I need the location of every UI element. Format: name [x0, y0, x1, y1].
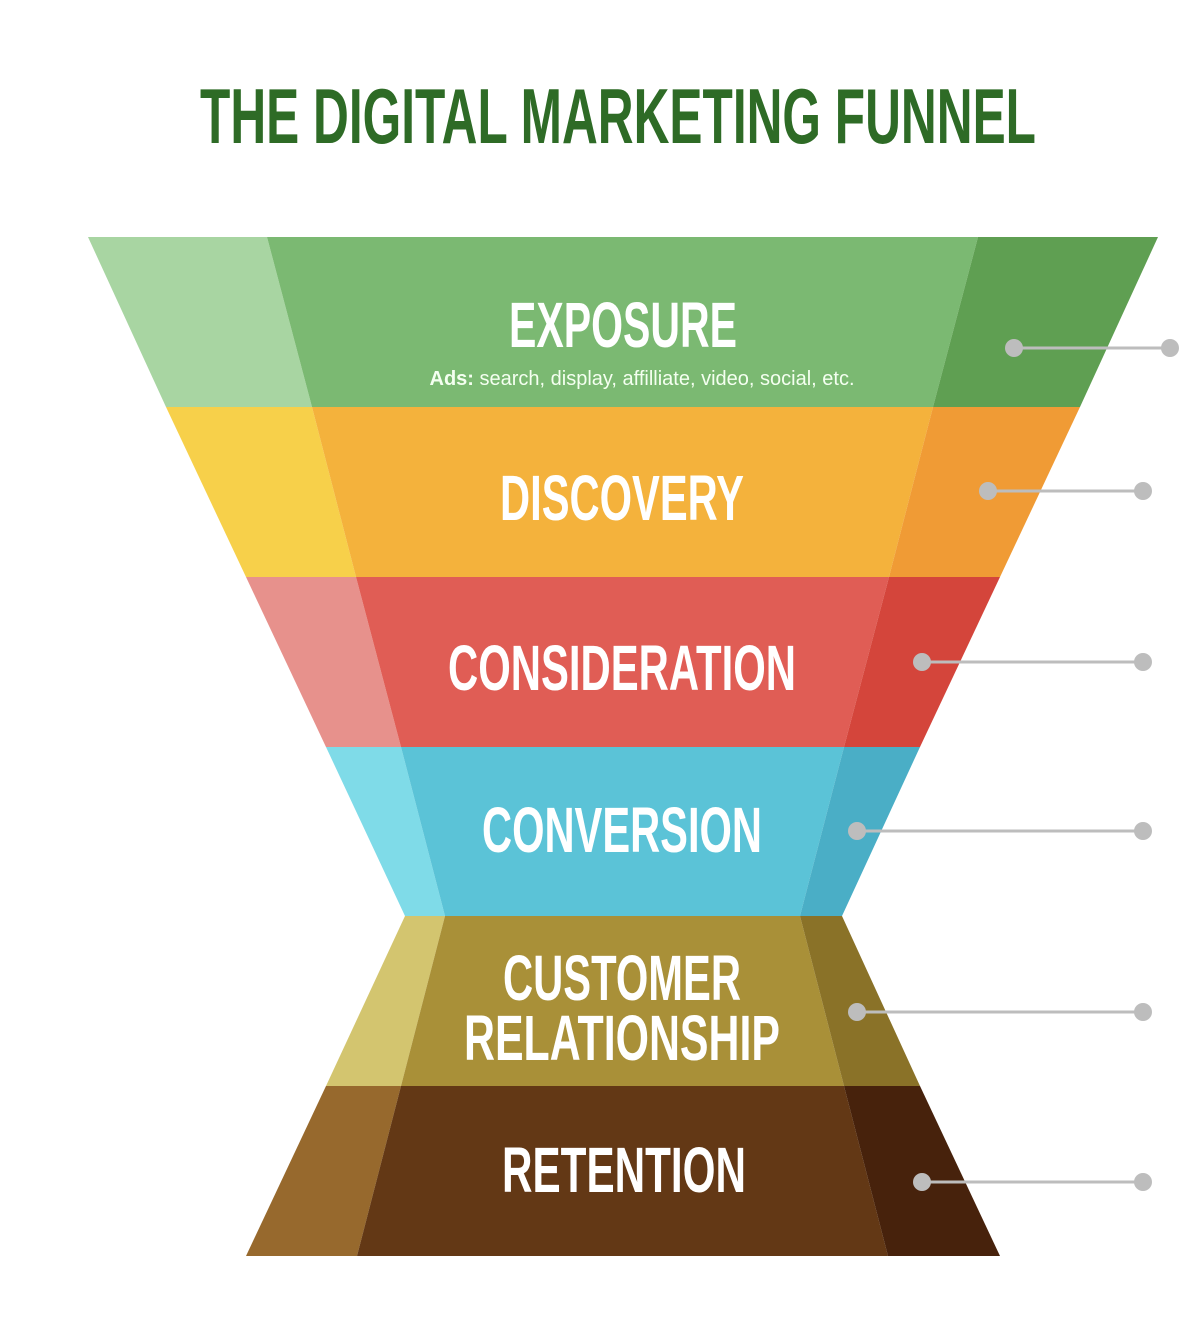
connector-start-dot — [913, 1173, 931, 1191]
band-customer-relationship-center — [401, 916, 844, 1086]
subtitle-text: search, display, affilliate, video, soci… — [474, 368, 855, 390]
stage-label-customer: CUSTOMER — [503, 943, 741, 1014]
band-retention-center — [357, 1086, 888, 1256]
band-retention-right — [844, 1086, 1000, 1256]
band-exposure-left — [88, 237, 312, 407]
connector-end-dot — [1134, 653, 1152, 671]
stage-label-discovery: DISCOVERY — [500, 463, 744, 534]
connector-start-dot — [1005, 339, 1023, 357]
connector-end-dot — [1134, 1173, 1152, 1191]
connector-retention — [913, 1173, 1152, 1191]
band-conversion-left — [326, 747, 445, 916]
stage-subtitle-exposure: Ads: search, display, affilliate, video,… — [429, 368, 854, 390]
stage-label-retention: RETENTION — [502, 1135, 746, 1206]
connector-start-dot — [913, 653, 931, 671]
connector-start-dot — [979, 482, 997, 500]
band-exposure-center — [267, 237, 978, 407]
connector-conversion — [848, 822, 1152, 840]
stage-label-exposure: EXPOSURE — [509, 290, 737, 361]
band-discovery-left — [166, 407, 356, 577]
connector-start-dot — [848, 1003, 866, 1021]
connector-end-dot — [1161, 339, 1179, 357]
diagram-title: THE DIGITAL MARKETING FUNNEL — [200, 73, 1036, 160]
band-retention-left — [246, 1086, 401, 1256]
funnel-labels: THE DIGITAL MARKETING FUNNEL EXPOSURE Ad… — [200, 73, 1036, 1207]
subtitle-bold: Ads: — [429, 368, 473, 390]
connector-end-dot — [1134, 482, 1152, 500]
connector-start-dot — [848, 822, 866, 840]
connector-customer-relationship — [848, 1003, 1152, 1021]
stage-label-conversion: CONVERSION — [482, 795, 762, 866]
band-consideration-left — [246, 577, 401, 747]
connector-end-dot — [1134, 1003, 1152, 1021]
connectors — [848, 339, 1179, 1191]
band-consideration-center — [356, 577, 889, 747]
band-discovery-center — [312, 407, 933, 577]
band-customer-relationship-left — [326, 916, 445, 1086]
funnel-bands — [88, 237, 1158, 1256]
stage-label-relationship: RELATIONSHIP — [464, 1002, 780, 1074]
stage-label-consideration: CONSIDERATION — [448, 633, 796, 704]
connector-end-dot — [1134, 822, 1152, 840]
band-customer-relationship-right — [800, 916, 920, 1086]
band-conversion-center — [401, 747, 844, 916]
band-exposure-right — [933, 237, 1158, 407]
connector-discovery — [979, 482, 1152, 500]
connector-consideration — [913, 653, 1152, 671]
connector-exposure — [1005, 339, 1179, 357]
